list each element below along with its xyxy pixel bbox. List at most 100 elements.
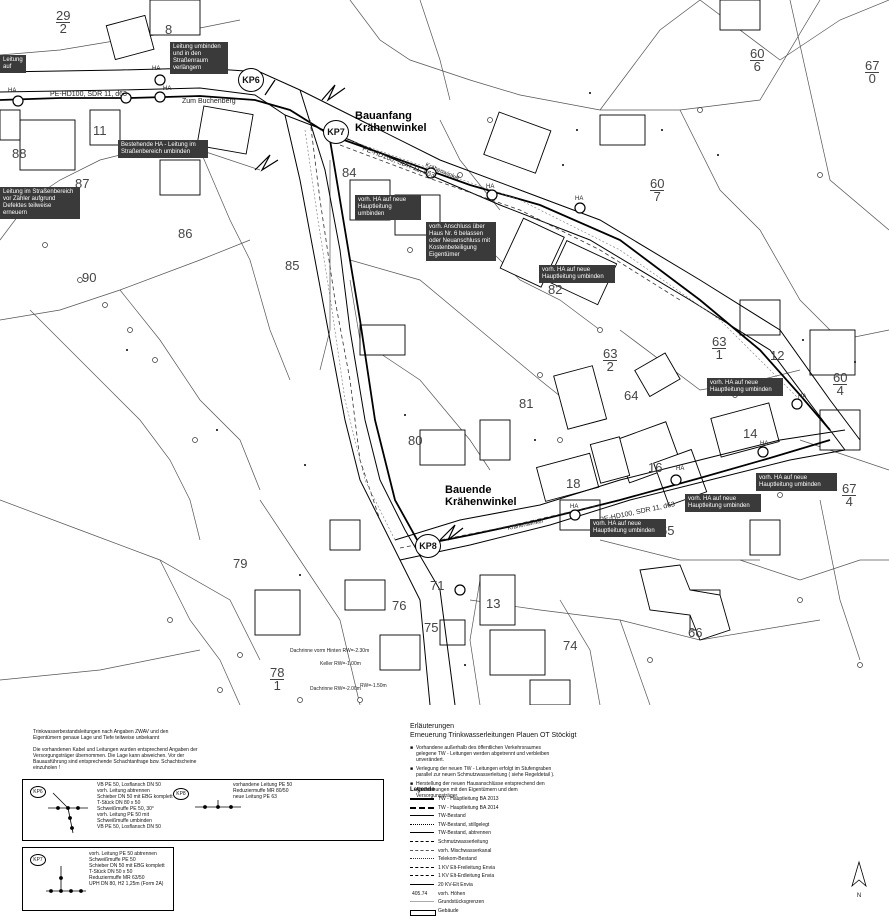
construction-start-title: Bauanfang Krähenwinkel (355, 110, 427, 134)
legend-row: Schmutzwasserleitung (410, 838, 570, 847)
kp6-item: VB PE 50, Losflansch DN 50 (97, 782, 161, 788)
kp6-item-right: Reduziermuffe MR 80/50 (233, 788, 289, 794)
note-box: vorh. HA auf neue Hauptleitung umbinden (539, 265, 615, 283)
ha-connection-markers (12, 74, 803, 596)
legend-symbol (410, 815, 434, 817)
legend-label: TW-Bestand (438, 813, 466, 820)
bullet-item: ■Herstellung der neuen Hausanschlüsse en… (410, 781, 560, 799)
street-kraehenwinkel-bottom: Krähenwinkel (507, 519, 543, 532)
kp6-item: VB PE 50, Losflansch DN 50 (97, 824, 161, 830)
parcel-number: 11 (93, 123, 107, 138)
north-label: N (856, 893, 862, 899)
legend-label: 20 KV-Elt Envia (438, 881, 473, 888)
parcel-number: 88 (12, 146, 27, 161)
parcel-number-main: 78 (270, 665, 285, 680)
legend-title: Legende (410, 787, 435, 793)
note-box: vorh. HA auf neue Hauptleitung umbinden (590, 519, 666, 537)
detail-kp6-box: KP6 VB PE 50, Losflansch DN 50 vorh. Lei… (22, 779, 384, 841)
legend-left: Trinkwasserbestandsleitungen nach Angabe… (0, 705, 410, 920)
parcel-number: 76 (392, 598, 407, 613)
parcel-number-main: 67 (865, 58, 880, 73)
ha-label: HA (760, 441, 768, 447)
parcel-number-sub: 2 (59, 21, 67, 36)
parcel-number: 87 (75, 176, 90, 191)
parcel-number: 12 (770, 348, 785, 363)
parcel-number-main: 60 (833, 370, 848, 385)
note-box: Leitung auf (0, 55, 26, 73)
north-arrow-icon (851, 860, 867, 888)
kp6-items-right: vorhandene Leitung PE 50 Reduziermuffe M… (233, 782, 293, 800)
kp7-item: vorh. Leitung PE 50 abtrennen (89, 851, 157, 857)
legend-row: 1 KV Elt-Freileitung Envia (410, 864, 570, 873)
dim-label: Dachrinne RW=-2.00m (310, 686, 361, 692)
parcel-number: 75 (424, 620, 439, 635)
bullet-text: Verlegung der neuen TW - Leitungen erfol… (416, 766, 555, 778)
parcel-number: 80 (408, 433, 423, 448)
bullet-item: ■Vorhandene außerhalb des öffentlichen V… (410, 745, 560, 763)
note-box: Leitung umbinden und in den Straßenraum … (170, 42, 228, 74)
parcel-number-sub: 1 (715, 347, 723, 362)
legend-symbol (410, 866, 434, 868)
parcel-number: 85 (285, 258, 300, 273)
map-drawing: Zum Buchenberg Krähenwinkel Krähenwinkel… (0, 0, 889, 705)
bullet-marker: ■ (410, 745, 414, 751)
parcel-number: 66 (688, 625, 703, 640)
parcel-number: 84 (342, 165, 357, 180)
note-box: vorh. HA auf neue Hauptleitung umbinden (756, 473, 837, 491)
parcel-number: 71 (430, 578, 445, 593)
legend-label: Gebäude (438, 907, 459, 914)
parcel-number: 13 (486, 596, 501, 611)
kp6-item: vorh. Leitung abtrennen (97, 788, 150, 794)
legend-row: TW-Bestand, stillgelegt (410, 821, 570, 830)
pipe-label-top: PE-HD100, SDR 11, d63 (50, 91, 127, 98)
parcel-number-sub: 1 (273, 678, 281, 693)
parcel-number: 79 (233, 556, 248, 571)
power-line-symbols (254, 79, 464, 541)
construction-end-title: Bauende Krähenwinkel (445, 484, 517, 508)
parcel-number-main: 60 (750, 46, 765, 61)
ha-label: HA (575, 196, 583, 202)
detail-kp7-box: KP7 vorh. Leitung PE 50 abtrennen Schwei… (22, 847, 174, 911)
kp6-detail-drawing (48, 792, 88, 834)
ha-labels: HA HA HA HA HA HA HA HA HA (8, 66, 806, 510)
legend-symbol (410, 806, 434, 809)
dim-label: Dachrinne vorm Hinten RW=-2.30m (290, 648, 369, 654)
bullet-text: Vorhandene außerhalb des öffentlichen Ve… (416, 745, 550, 763)
parcel-number-sub: 0 (868, 71, 876, 86)
parcel-number-sub: 2 (606, 359, 614, 374)
sewer-line (304, 129, 801, 541)
legend-row: 20 KV-Elt Envia (410, 881, 570, 890)
height-dots (126, 92, 856, 666)
parcel-number: 86 (178, 226, 193, 241)
pipe-label-mid: PE-HD100, SDR 11, d63 (361, 145, 435, 179)
kp8-badge: KP8 (173, 788, 189, 800)
note-box: vorh. HA auf neue Hauptleitung umbinden (707, 378, 783, 396)
legend-row: 1 KV Elt-Erdleitung Envia (410, 872, 570, 881)
kp6-items-list: VB PE 50, Losflansch DN 50 vorh. Leitung… (97, 782, 177, 830)
explanations-title: Erläuterungen (410, 723, 454, 730)
kp7-items-list: vorh. Leitung PE 50 abtrennen Schweißmuf… (89, 851, 171, 887)
end-title-line1: Bauende (445, 484, 492, 496)
end-title-line2: Krähenwinkel (445, 496, 517, 508)
note-box: Bestehende HA - Leitung im Straßenbereic… (118, 140, 208, 158)
ha-label: HA (152, 66, 160, 72)
legend-row: Grundstücksgrenzen (410, 898, 570, 907)
ha-label: HA (676, 466, 684, 472)
parcel-number-sub: 4 (836, 383, 844, 398)
survey-points (27, 107, 863, 703)
parcel-number-main: 29 (56, 8, 71, 23)
start-title-line1: Bauanfang (355, 110, 412, 122)
bullet-marker: ■ (410, 781, 414, 787)
parcel-number-sub: 7 (653, 189, 661, 204)
kp6-item: Schieber DN 50 mit EBG komplett (97, 794, 173, 800)
legend-row: TW - Hauptleitung BA 2013 (410, 795, 570, 804)
legend-symbol (410, 823, 434, 825)
legend-symbol (410, 832, 434, 834)
